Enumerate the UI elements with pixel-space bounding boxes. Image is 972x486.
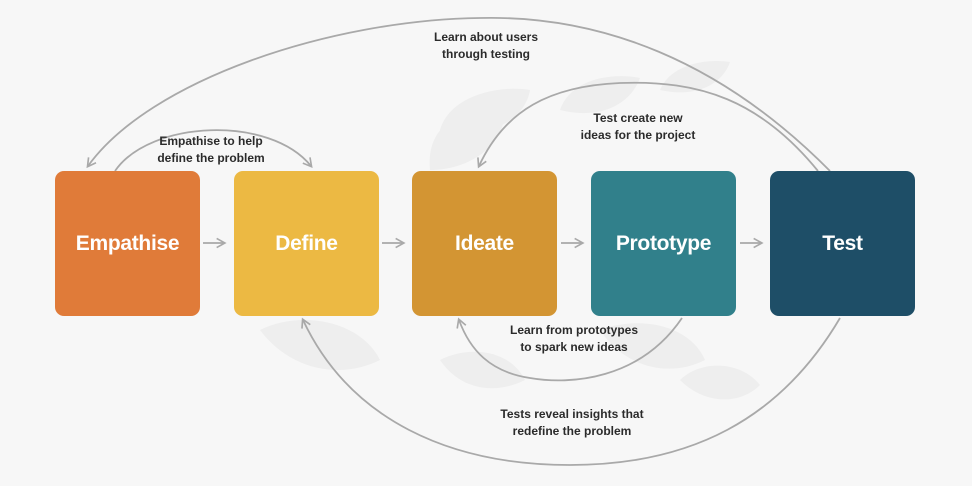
note-test-create-ideas: Test create new ideas for the project — [548, 110, 728, 144]
background-leaves — [260, 60, 760, 400]
note-learn-about-users-line-1: Learn about users — [433, 30, 539, 44]
note-empathise-to-help: Empathise to help define the problem — [121, 133, 301, 167]
note-learn-about-users: Learn about users through testing — [386, 29, 586, 63]
note-tests-reveal-insights-line-2: redefine the problem — [512, 424, 632, 438]
note-empathise-to-help-line-1: Empathise to help — [159, 134, 263, 148]
loop-empathise-to-define — [114, 129, 313, 172]
loop-test-to-ideate — [477, 81, 819, 172]
stage-label-define: Define — [275, 231, 338, 255]
note-learn-about-users-line-2: through testing — [442, 47, 530, 61]
note-learn-from-prototypes-line-1: Learn from prototypes — [509, 323, 638, 337]
loop-test-to-define — [301, 317, 841, 466]
stage-label-prototype: Prototype — [615, 231, 712, 255]
stage-label-empathise: Empathise — [75, 231, 180, 255]
stage-label-test: Test — [822, 231, 863, 255]
loop-test-to-empathise — [86, 16, 831, 172]
note-learn-from-prototypes: Learn from prototypes to spark new ideas — [484, 322, 664, 356]
note-learn-from-prototypes-line-2: to spark new ideas — [520, 340, 628, 354]
loop-prototype-to-ideate — [456, 317, 683, 382]
stage-test: Test — [770, 171, 915, 316]
note-tests-reveal-insights: Tests reveal insights that redefine the … — [462, 406, 682, 440]
note-tests-reveal-insights-line-1: Tests reveal insights that — [500, 407, 644, 421]
note-empathise-to-help-line-2: define the problem — [157, 151, 265, 165]
stage-define: Define — [234, 171, 379, 316]
stage-prototype: Prototype — [591, 171, 736, 316]
note-test-create-ideas-line-1: Test create new — [593, 111, 683, 125]
note-test-create-ideas-line-2: ideas for the project — [580, 128, 696, 142]
stage-label-ideate: Ideate — [455, 231, 514, 255]
stage-empathise: Empathise — [55, 171, 200, 316]
stage-ideate: Ideate — [412, 171, 557, 316]
